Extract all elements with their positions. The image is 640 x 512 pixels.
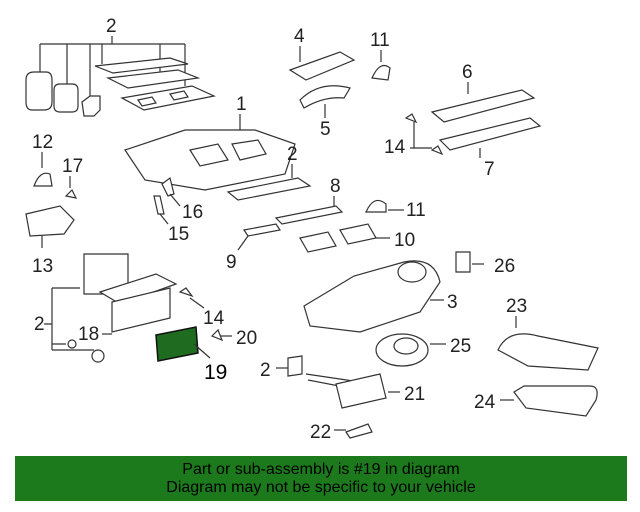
parts-diagram: 2 1 2 4 5 11 6 <box>25 16 599 443</box>
part-19-highlight[interactable] <box>155 326 199 362</box>
item-2-left-group: 2 <box>34 253 178 363</box>
info-banner: Part or sub-assembly is #19 in diagram D… <box>15 456 627 501</box>
item-3-case: 3 <box>303 260 458 333</box>
callout-24: 24 <box>474 392 496 413</box>
callout-2-mid: 2 <box>287 144 298 165</box>
callout-21: 21 <box>404 384 425 405</box>
callout-23: 23 <box>506 296 527 317</box>
item-9: 9 <box>226 223 282 273</box>
item-23: 23 <box>497 296 599 371</box>
callout-4: 4 <box>294 26 305 47</box>
callout-17: 17 <box>62 156 83 177</box>
callout-2-top: 2 <box>106 16 117 37</box>
callout-8: 8 <box>330 176 341 197</box>
callout-15: 15 <box>168 224 189 245</box>
callout-16: 16 <box>182 202 203 223</box>
callout-11-top: 11 <box>370 30 390 51</box>
item-24: 24 <box>474 385 598 417</box>
banner-line-2: Diagram may not be specific to your vehi… <box>166 479 476 496</box>
item-17: 17 <box>62 156 83 199</box>
callout-20: 20 <box>236 328 257 349</box>
callout-22: 22 <box>310 422 331 443</box>
item-7: 7 <box>438 117 542 180</box>
item-15: 15 <box>153 195 189 245</box>
callout-12: 12 <box>32 132 53 153</box>
item-25: 25 <box>375 333 471 367</box>
item-2-lower: 2 <box>260 355 303 381</box>
banner-line-1: Part or sub-assembly is #19 in diagram <box>182 461 460 478</box>
item-2-top-group: 2 <box>25 16 216 117</box>
item-14-top: 14 <box>384 113 444 158</box>
callout-18: 18 <box>78 324 99 345</box>
item-11-mid: 11 <box>365 199 426 221</box>
item-13: 13 <box>25 205 75 277</box>
item-19-highlighted[interactable]: 19 <box>155 326 227 384</box>
callout-11-mid: 11 <box>406 200 426 221</box>
item-16: 16 <box>161 176 203 223</box>
item-5: 5 <box>299 85 351 140</box>
item-8: 8 <box>274 176 344 225</box>
callout-7: 7 <box>484 159 495 180</box>
item-22: 22 <box>310 422 373 443</box>
callout-9: 9 <box>226 252 237 273</box>
callout-3: 3 <box>447 292 458 313</box>
callout-14-left: 14 <box>203 308 225 329</box>
callout-25: 25 <box>450 336 471 357</box>
callout-2-lower: 2 <box>260 360 271 381</box>
callout-6: 6 <box>462 62 473 83</box>
callout-19[interactable]: 19 <box>204 361 227 384</box>
callout-26: 26 <box>494 256 515 277</box>
item-4: 4 <box>288 26 356 81</box>
callout-5: 5 <box>320 119 331 140</box>
item-6: 6 <box>430 62 536 123</box>
callout-2-left: 2 <box>34 314 45 335</box>
item-12: 12 <box>32 132 53 187</box>
callout-10: 10 <box>394 230 415 251</box>
item-2-mid: 2 <box>226 144 312 201</box>
callout-13: 13 <box>32 256 53 277</box>
item-18: 18 <box>78 324 112 345</box>
callout-14-top: 14 <box>384 137 406 158</box>
item-10: 10 <box>299 223 415 253</box>
item-26: 26 <box>455 251 515 277</box>
item-14-left: 14 <box>178 287 225 329</box>
item-11-top: 11 <box>370 30 391 81</box>
callout-1: 1 <box>236 94 247 115</box>
item-1-heater-case: 1 <box>124 94 296 191</box>
item-20: 20 <box>210 328 257 349</box>
item-21: 21 <box>305 373 425 409</box>
